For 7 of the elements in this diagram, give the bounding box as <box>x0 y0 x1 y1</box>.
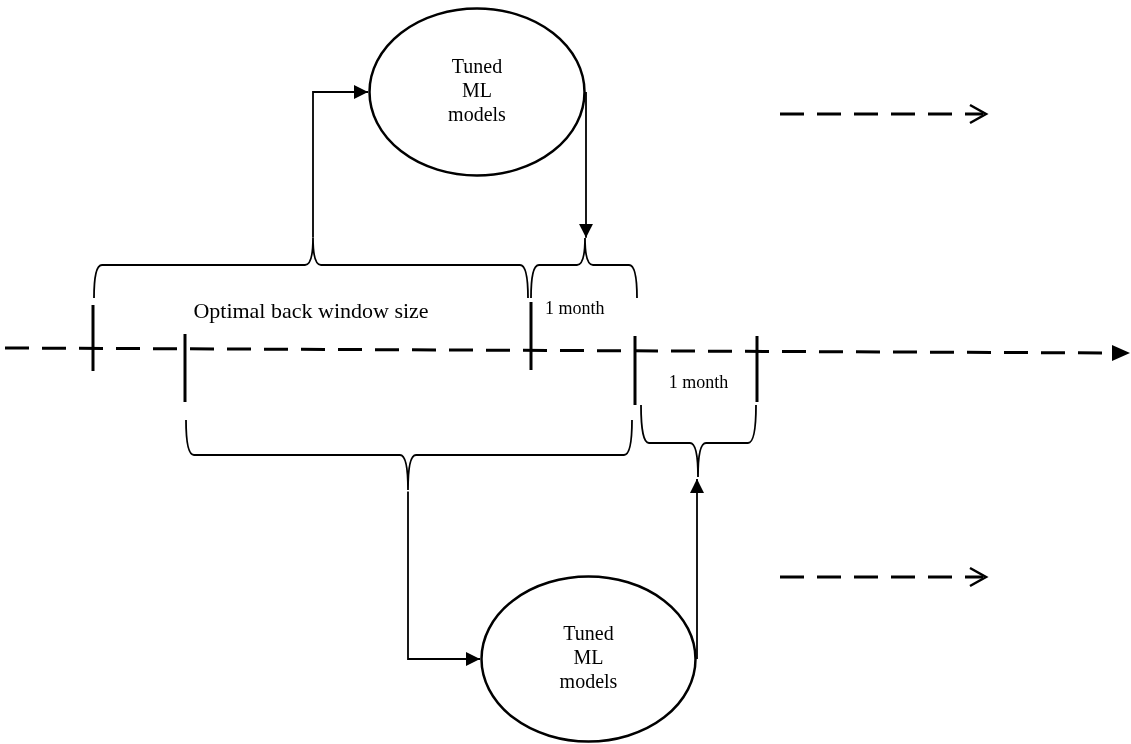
arrow <box>407 490 481 666</box>
interval-label: 1 month <box>545 298 605 319</box>
interval-label: 1 month <box>667 372 730 393</box>
node-label: Tuned ML models <box>558 621 619 693</box>
interval-label: Optimal back window size <box>192 298 430 324</box>
node-label: Tuned ML models <box>447 54 507 126</box>
arrow <box>312 85 369 239</box>
